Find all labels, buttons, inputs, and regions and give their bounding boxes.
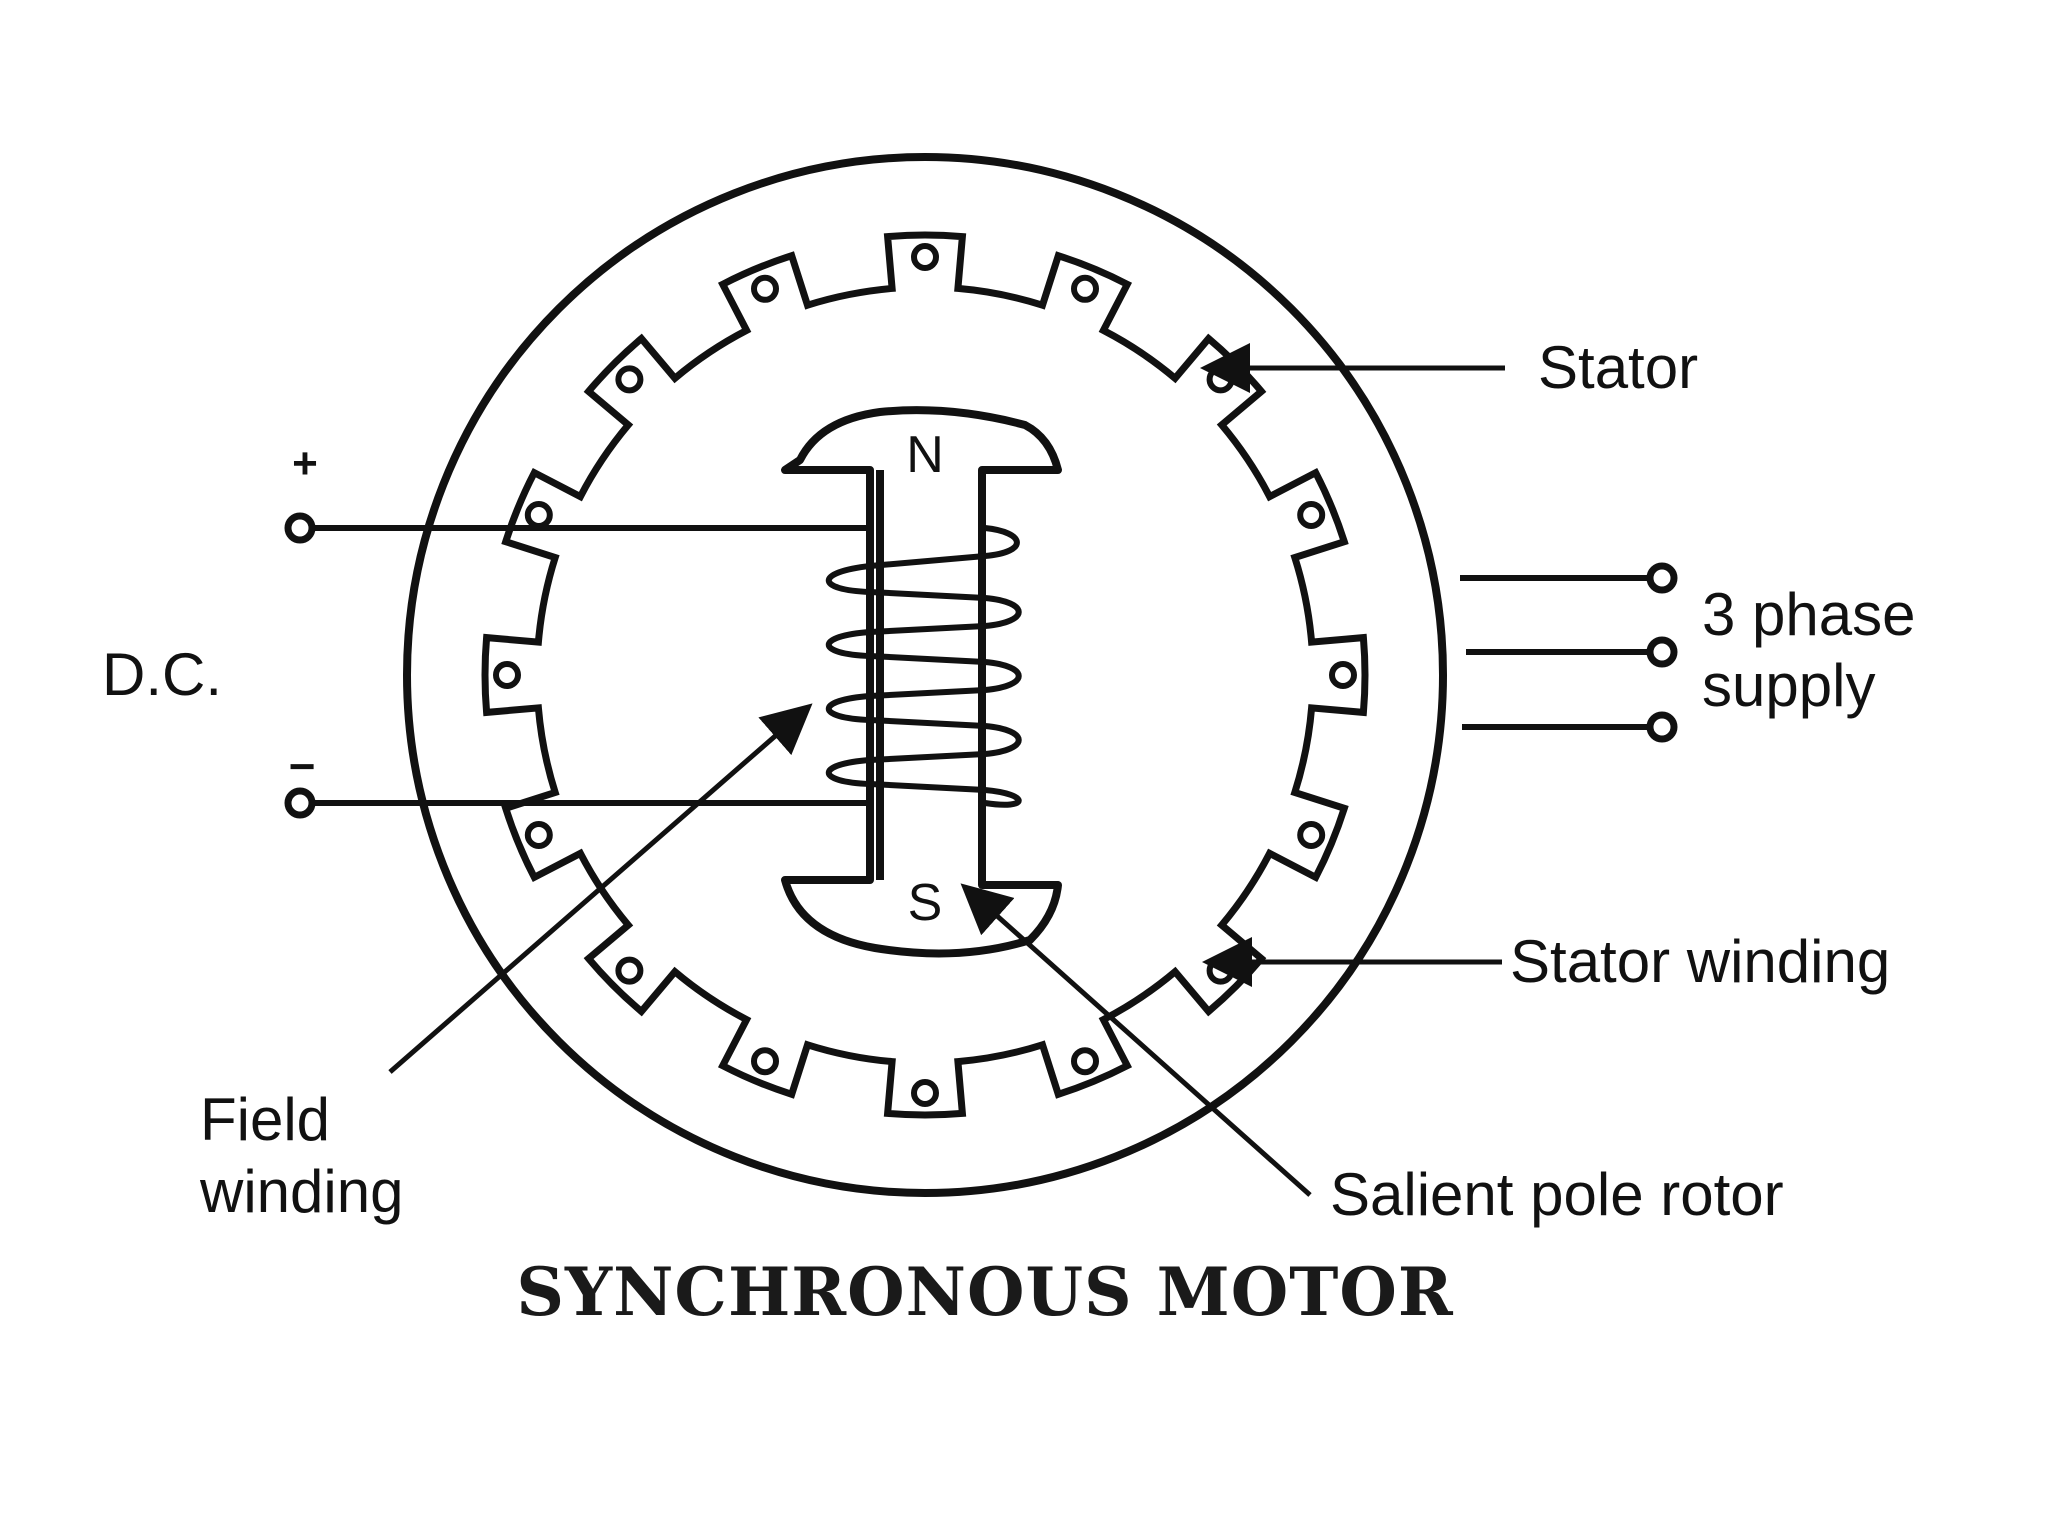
diagram-caption: SYNCHRONOUS MOTOR: [516, 1253, 1454, 1331]
field-winding-label-line2: winding: [199, 1158, 403, 1225]
stator-conductor: [1297, 501, 1326, 529]
phase-terminal-2[interactable]: [1646, 636, 1678, 668]
field-winding-label-line1: Field: [200, 1086, 330, 1153]
stator-conductor: [493, 661, 521, 689]
phase-terminal-1[interactable]: [1646, 562, 1678, 594]
stator-conductor: [1206, 365, 1235, 394]
stator-conductor: [1297, 821, 1326, 849]
dc-minus-sign: −: [289, 740, 316, 792]
north-pole-label: N: [906, 426, 944, 484]
stator-conductor: [751, 1047, 779, 1076]
stator-frame: [403, 153, 1447, 1197]
stator-conductor: [751, 274, 779, 303]
field-winding-leader: [388, 703, 813, 1074]
three-phase-leads: [1460, 575, 1650, 730]
salient-pole-leader: [960, 883, 1312, 1197]
three-phase-label-line1: 3 phase: [1702, 581, 1916, 648]
salient-pole-rotor: [781, 406, 1062, 958]
salient-pole-rotor-label: Salient pole rotor: [1330, 1161, 1784, 1228]
stator-conductor: [615, 365, 644, 394]
south-pole-label: S: [908, 874, 943, 932]
phase-terminal-3[interactable]: [1646, 711, 1678, 743]
stator-conductor: [1329, 661, 1357, 689]
stator-conductor: [524, 821, 553, 849]
stator-conductor: [524, 501, 553, 529]
stator-label: Stator: [1538, 334, 1698, 401]
three-phase-label-line2: supply: [1702, 652, 1875, 719]
stator-conductor: [1071, 274, 1099, 303]
stator-conductor: [1071, 1047, 1099, 1076]
dc-positive-terminal[interactable]: [284, 512, 316, 544]
stator-conductor: [911, 243, 939, 271]
dc-label: D.C.: [102, 641, 222, 708]
dc-negative-terminal[interactable]: [284, 787, 316, 819]
stator-conductor: [615, 956, 644, 985]
stator-winding-label: Stator winding: [1510, 928, 1890, 995]
rotor-shaft-line: [876, 470, 986, 880]
dc-plus-sign: +: [292, 439, 318, 488]
stator-conductor: [911, 1079, 939, 1107]
field-winding-coil: [825, 525, 1022, 808]
